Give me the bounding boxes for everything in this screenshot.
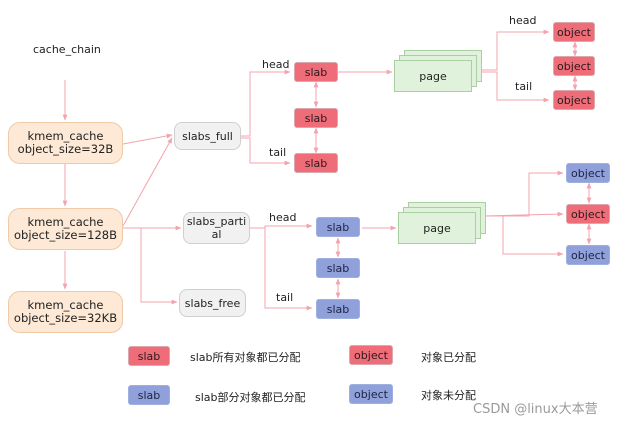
allocated-object: object — [553, 90, 595, 110]
page-node: page — [398, 212, 476, 244]
kmem-cache-128b: kmem_cache object_size=128B — [8, 208, 123, 250]
free-object: object — [566, 245, 610, 265]
kmem-cache-name: kmem_cache — [27, 129, 104, 143]
cache-chain-label: cache_chain — [33, 43, 101, 56]
head-label: head — [509, 14, 537, 27]
kmem-cache-name: kmem_cache — [27, 298, 104, 312]
full-slab: slab — [294, 62, 338, 82]
free-object: object — [566, 163, 610, 183]
kmem-cache-32kb: kmem_cache object_size=32KB — [8, 291, 123, 333]
kmem-cache-size: object_size=32B — [17, 142, 114, 156]
legend-allocated-object-text: 对象已分配 — [421, 351, 476, 364]
slabs-partial-text: slabs_parti — [186, 215, 247, 228]
kmem-cache-size: object_size=32KB — [13, 311, 118, 325]
csdn-watermark: CSDN @linux大本营 — [473, 402, 598, 417]
partial-slab: slab — [316, 299, 360, 319]
kmem-cache-size: object_size=128B — [14, 228, 117, 242]
head-label: head — [269, 211, 297, 224]
kmem-cache-name: kmem_cache — [27, 215, 104, 229]
kmem-cache-32b: kmem_cache object_size=32B — [8, 122, 123, 164]
slabs-free-node: slabs_free — [179, 289, 246, 317]
full-slab: slab — [294, 108, 338, 128]
allocated-object: object — [566, 204, 610, 224]
partial-slab: slab — [316, 217, 360, 237]
slabs-partial-node: slabs_parti al — [183, 212, 250, 244]
partial-slab: slab — [316, 258, 360, 278]
slabs-partial-text: al — [211, 228, 222, 241]
legend-partial-slab-text: slab部分对象都已分配 — [195, 391, 306, 404]
legend-free-object-text: 对象未分配 — [421, 389, 476, 402]
tail-label: tail — [276, 291, 294, 304]
page-node: page — [394, 60, 472, 92]
allocated-object: object — [553, 22, 595, 42]
legend-allocated-object-swatch: object — [349, 345, 393, 365]
slabs-full-node: slabs_full — [174, 122, 241, 150]
legend-full-slab-text: slab所有对象都已分配 — [190, 351, 301, 364]
legend-free-object-swatch: object — [349, 384, 393, 404]
allocated-object: object — [553, 56, 595, 76]
tail-label: tail — [515, 80, 533, 93]
legend-partial-slab-swatch: slab — [128, 385, 170, 405]
legend-full-slab-swatch: slab — [128, 346, 170, 366]
tail-label: tail — [269, 146, 287, 159]
head-label: head — [262, 58, 290, 71]
full-slab: slab — [294, 153, 338, 173]
